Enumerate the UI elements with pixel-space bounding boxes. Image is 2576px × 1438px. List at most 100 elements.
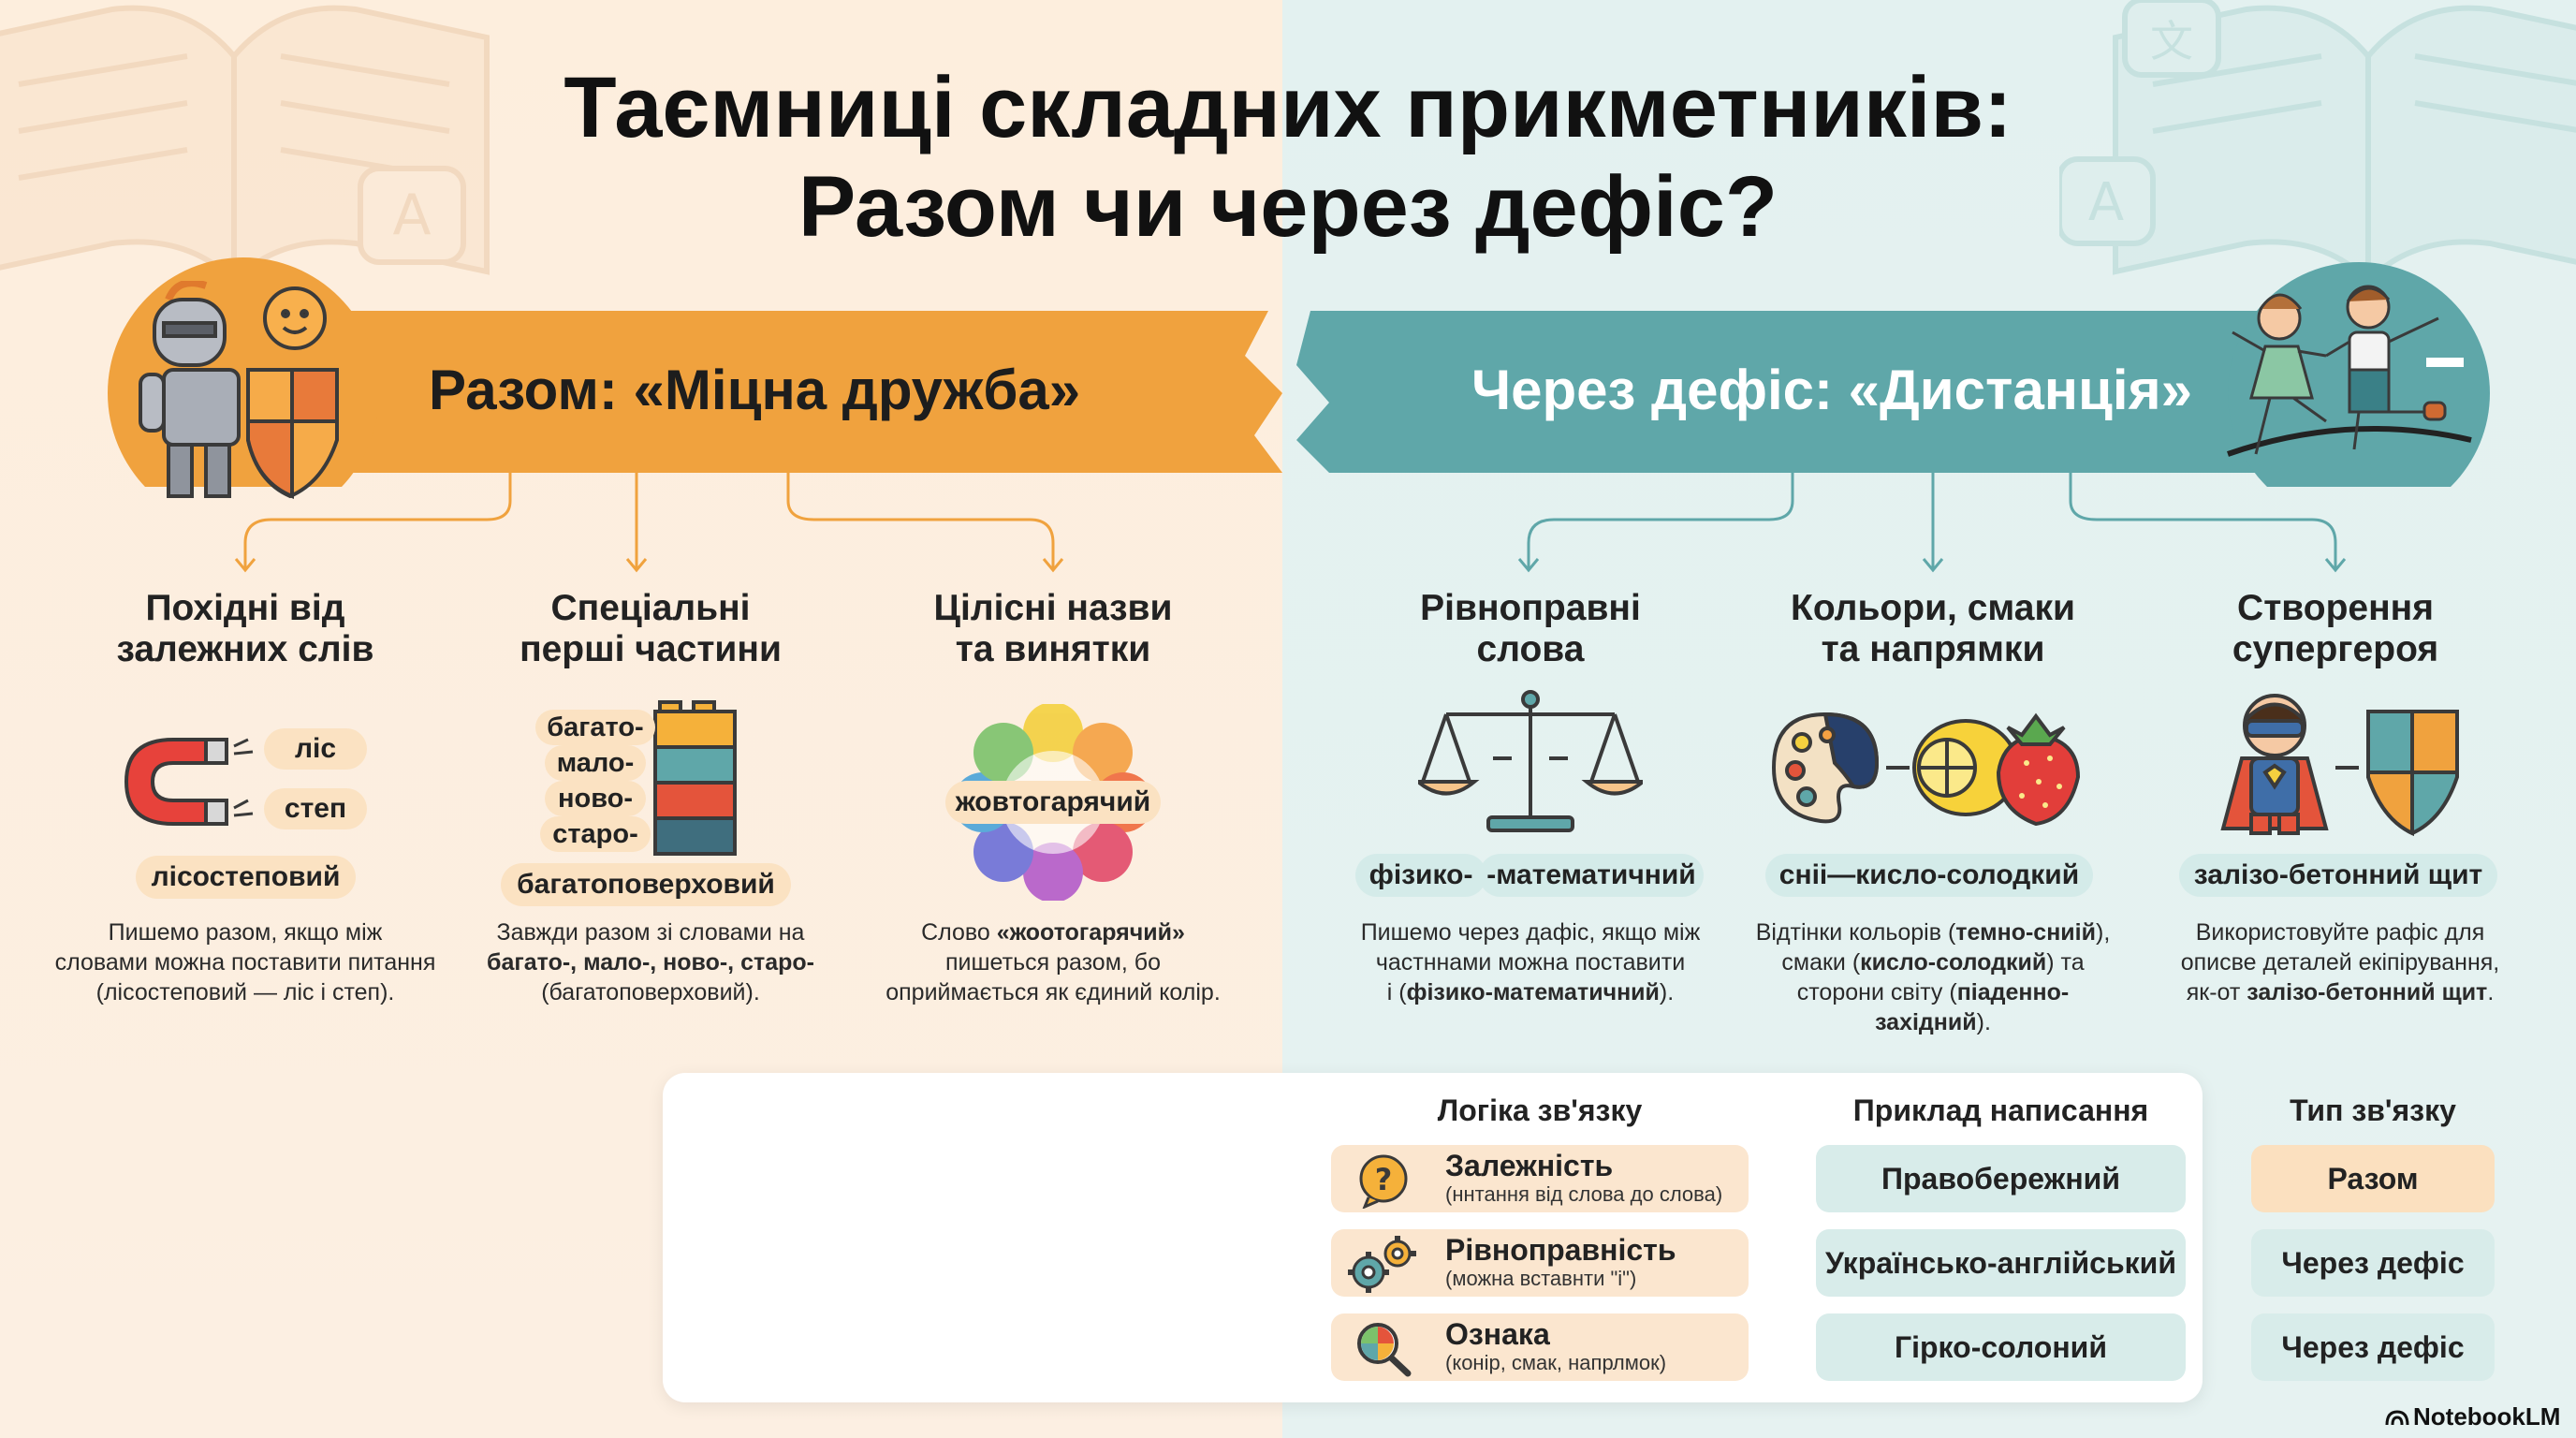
table-row-3-type: Через дефіс — [2251, 1313, 2495, 1381]
banner-right-text: Через дефіс: «Дистанція» — [1471, 359, 2192, 421]
page-title: Таємниці складних прикметників: Разом чи… — [0, 58, 2576, 257]
gears-icon — [1348, 1236, 1416, 1293]
left-rule-3-heading: Цілісні назви та винятки — [889, 588, 1217, 670]
right-rule-2-desc-line-2: смаки (кисло-солодкий) та — [1746, 947, 2120, 977]
result-pill-snii-kyslo-solodkyi: сніі—кисло-солодкий — [1765, 854, 2093, 897]
table-row-2-logic-title: Рівноправність — [1445, 1233, 1676, 1267]
branch-connectors — [234, 468, 2347, 573]
prefix-pill-novo: ново- — [545, 781, 646, 816]
banner-left-shape — [243, 311, 1282, 473]
right-rule-2-desc-1-pre: Відтінки кольорів ( — [1755, 919, 1956, 946]
left-rule-1-heading-line-2: залежних слів — [116, 629, 374, 669]
right-rule-1-desc-line-1: Пишемо через дафіс, якщо між — [1360, 919, 1701, 946]
table-row-2-example: Українсько-англійський — [1816, 1229, 2186, 1297]
right-rule-2-desc-3-pre: сторони світу ( — [1796, 979, 1957, 1005]
knight-and-friend-icon — [139, 281, 339, 499]
word-pill-step: степ — [264, 788, 367, 829]
notebooklm-logo-icon — [2385, 1410, 2409, 1426]
table-row-3-logic: Ознака (конір, смак, напрлмок) — [1331, 1313, 1749, 1381]
right-rule-2-desc-2-bold: кисло-солодкий — [1860, 949, 2047, 976]
right-rule-1-heading-line-1: Рівноправні — [1420, 588, 1641, 628]
banner-left-text: Разом: «Міцна дружба» — [429, 359, 1081, 421]
right-rule-1-heading-line-2: слова — [1476, 629, 1585, 669]
table-row-2-type: Через дефіс — [2251, 1229, 2495, 1297]
left-rule-1-desc-line-1: Пишемо разом, якщо між — [108, 919, 383, 946]
left-rule-2-heading-line-1: Спеціальні — [550, 588, 751, 628]
prefix-pill-bahato: багато- — [535, 710, 655, 745]
right-rule-1-desc-bold: фізико-математичний — [1406, 979, 1660, 1005]
right-rule-2-desc-1-post: ), — [2096, 919, 2111, 946]
title-line-1: Таємниці складних прикметників: — [564, 60, 2012, 155]
right-rule-1-heading: Рівноправні слова — [1367, 588, 1694, 670]
right-rule-3-heading-line-1: Створення — [2237, 588, 2434, 628]
result-pill-fizyko: фізико- — [1355, 854, 1486, 897]
right-rule-2-desc-3-bold: піаденно-західний — [1875, 979, 2070, 1035]
notebooklm-brand-text: NotebookLM — [2413, 1402, 2561, 1431]
right-rule-3-desc-line-3: як-от залізо-бетонний щит. — [2153, 977, 2527, 1007]
table-row-3-example: Гірко-солоний — [1816, 1313, 2186, 1381]
result-pill-zhovtoharyachyi: жовтогарячий — [945, 781, 1161, 824]
right-rule-3-heading-line-2: супергероя — [2232, 629, 2439, 669]
result-pill-matematychnyi: -математичний — [1479, 854, 1704, 897]
left-rule-2-desc-line-2: багато-, мало-, ново-, старо- — [487, 949, 814, 976]
left-rule-1-desc-line-2: словами можна поставити питання — [54, 949, 436, 976]
result-pill-lisostepovyi: лісостеповий — [136, 856, 356, 899]
table-header-logic: Логіка зв'язку — [1437, 1093, 1643, 1127]
left-rule-3-description: Слово «жоотогарячий» пишеться разом, бо … — [875, 917, 1231, 1007]
table-row-1-logic: ? Залежність (ннтання від слова до слова… — [1331, 1145, 1749, 1212]
superhero-shield-icon — [2220, 694, 2459, 837]
table-row-2-logic-sub: (можна вставнти "і") — [1445, 1267, 1637, 1290]
right-rule-1-desc-line-3: і (фізико-математичний). — [1348, 977, 1713, 1007]
right-rule-2-desc-2-post: ) та — [2046, 949, 2085, 976]
prefix-pill-malo: мало- — [545, 745, 646, 781]
right-rule-2-heading-line-1: Кольори, смаки — [1791, 588, 2075, 628]
svg-text:A: A — [2088, 172, 2124, 233]
right-rule-3-description: Використовуйте рафіс для описве деталей … — [2153, 917, 2527, 1007]
left-rule-3-desc-line-1: Слово «жоотогарячий» — [875, 917, 1231, 947]
right-rule-3-desc-pre: як-от — [2186, 979, 2247, 1005]
lego-tower-icon — [653, 700, 737, 856]
word-pill-lis: ліс — [264, 728, 367, 770]
left-rule-1-description: Пишемо разом, якщо між словами можна пос… — [49, 917, 442, 1007]
table-row-1-example: Правобережний — [1816, 1145, 2186, 1212]
banner-right-shape — [1296, 311, 2396, 473]
scales-icon — [1418, 690, 1643, 832]
table-row-3-logic-sub: (конір, смак, напрлмок) — [1445, 1351, 1667, 1374]
right-rule-3-desc-line-1: Використовуйте рафіс для — [2195, 919, 2485, 946]
table-row-1-logic-sub: (ннтання від слова до слова) — [1445, 1182, 1723, 1206]
right-rule-2-desc-1-bold: темно-сниій — [1955, 919, 2096, 946]
left-rule-3-desc-line-2: пишеться разом, бо — [944, 949, 1161, 976]
left-rule-2-heading-line-2: перші частини — [520, 629, 782, 669]
right-rule-1-description: Пишемо через дафіс, якщо між частннами м… — [1348, 917, 1713, 1007]
right-rule-2-desc-line-1: Відтінки кольорів (темно-сниій), — [1746, 917, 2120, 947]
left-rule-2-description: Завжди разом зі словами на багато-, мало… — [473, 917, 828, 1007]
dancers-tightrope-icon — [2227, 285, 2472, 457]
right-rule-1-desc-pre: і ( — [1386, 979, 1407, 1005]
right-rule-2-heading: Кольори, смаки та напрямки — [1760, 588, 2106, 670]
left-rule-3-desc-pre: Слово — [921, 919, 997, 946]
right-rule-3-desc-post: . — [2487, 979, 2495, 1005]
notebooklm-brand: NotebookLM — [2385, 1402, 2560, 1431]
left-rule-1-heading-line-1: Похідні від — [145, 588, 345, 628]
magnet-icon — [124, 738, 254, 826]
right-rule-3-desc-bold: залізо-бетонний щит — [2247, 979, 2488, 1005]
left-rule-2-desc-line-3: (багатоповерховий). — [541, 979, 760, 1005]
result-pill-zalizo-betonnyi-shchyt: залізо-бетонний щит — [2179, 854, 2497, 897]
right-rule-3-desc-line-2: описве деталей екіпірування, — [2180, 949, 2500, 976]
right-rule-2-desc-3-post: ). — [1976, 1009, 1991, 1035]
left-rule-3-desc-bold: «жоотогарячий» — [996, 919, 1185, 946]
table-row-1-logic-title: Залежність — [1445, 1149, 1614, 1182]
title-line-2: Разом чи через дефіс? — [798, 159, 1778, 255]
right-rule-1-desc-line-2: частннами можна поставити — [1375, 949, 1686, 976]
left-rule-3-desc-line-3: оприймається як єдиний колір. — [886, 979, 1221, 1005]
right-rule-2-heading-line-2: та напрямки — [1821, 629, 2045, 669]
left-rule-2-desc-line-1: Завжди разом зі словами на — [496, 919, 805, 946]
table-header-type: Тип зв'язку — [2290, 1093, 2456, 1127]
right-rule-1-desc-post: ). — [1659, 979, 1675, 1005]
left-rule-3-heading-line-1: Цілісні назви — [933, 588, 1173, 628]
result-pill-bahatopoverkhovyi: багатоповерховий — [501, 863, 791, 906]
right-rule-2-description: Відтінки кольорів (темно-сниій), смаки (… — [1746, 917, 2120, 1037]
right-rule-2-desc-2-pre: смаки ( — [1781, 949, 1861, 976]
table-row-2-logic: Рівноправність (можна вставнти "і") — [1331, 1229, 1749, 1297]
